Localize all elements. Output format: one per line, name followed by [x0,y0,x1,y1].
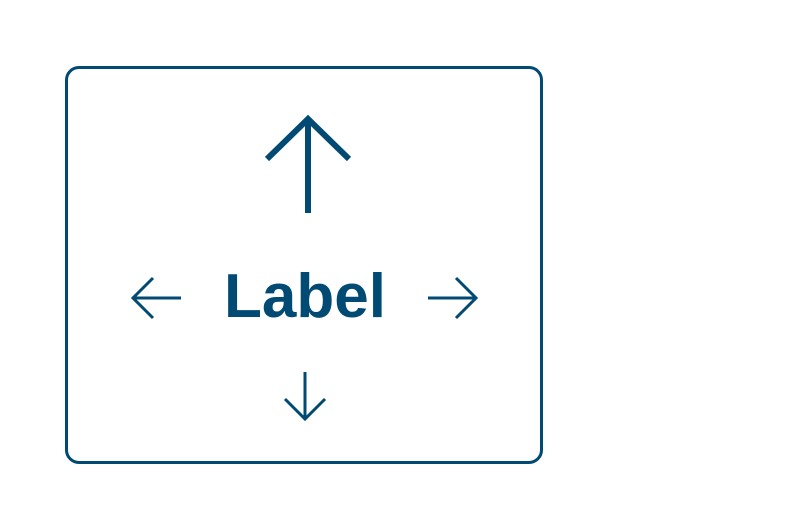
label-card[interactable] [65,66,543,464]
arrow-down-icon[interactable] [282,369,328,423]
arrow-left-icon[interactable] [129,275,185,321]
center-label: Label [224,262,386,331]
arrow-right-icon[interactable] [424,275,480,321]
arrow-up-icon[interactable] [263,114,353,216]
